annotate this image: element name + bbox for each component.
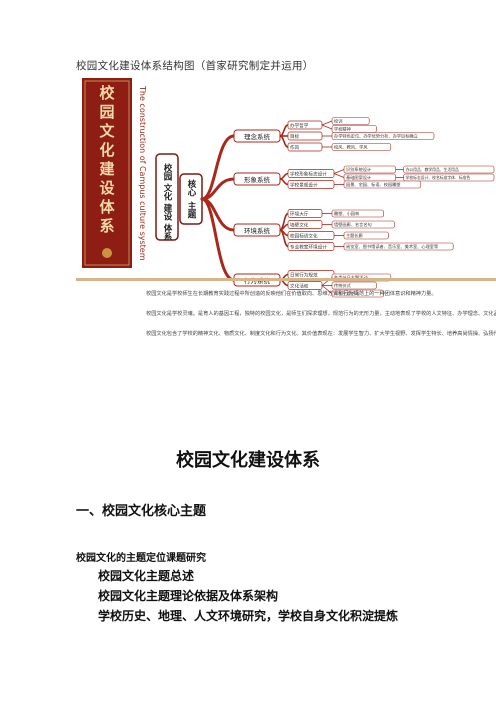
campus-culture-structure-figure: 校园文化建设体系 The construction of Campus cult… [76,76,496,366]
core-node-text: 主题 [186,201,197,220]
outline-item-1: 校园文化主题总述 [98,569,195,583]
leaf-node [331,220,395,229]
child-node-label: 作风 [290,144,300,151]
leaf-node-label: 学校精神 [334,126,351,133]
leaf-node [331,209,384,218]
leaf-node-label: 师生主题活动 [334,290,359,297]
child-connector [279,172,289,180]
banner-char: 文 [99,122,115,140]
leaf-node-label: 传统仪式 [334,282,352,289]
banner-char: 化 [99,141,114,159]
description-line-3: 校园文化包含了学校的精神文化、物质文化、制度文化和行为文化。其价值表现在：发展学… [146,329,496,337]
core-node-label: 核心主题 [186,179,197,220]
branch-node-label: 形象系统 [244,175,271,184]
child-connector [279,135,289,148]
leaf-node-label: 校风、教风、学风 [334,144,368,151]
child-connector [279,229,289,248]
banner-char: 校 [99,84,115,102]
figure-caption: 校园文化建设体系结构图（首家研究制定并运用） [76,60,314,72]
banner-background [82,78,132,268]
leaf-node [331,143,392,151]
banner-char: 园 [99,103,114,121]
root-node-label: 校园文化建设体系 [162,163,173,242]
leaf-node [331,132,435,140]
child-node-label: 日常行为规范 [290,272,318,279]
child-connector [279,178,289,186]
child-node-label: 学校景观设计 [290,182,318,189]
branch-node-label: 理念系统 [244,132,271,141]
leaf-node [331,289,384,298]
leaf-node [331,281,377,290]
leaf-node-label: 各类节日主题活动 [334,274,368,281]
leaf-node-label: 识别系统设计 [346,166,371,173]
leaf-node-label: 校训 [334,118,342,125]
leaf-node-label: 园景、宅园、标语、校园雕塑 [346,181,400,188]
child-node-label: 办学哲学 [290,122,309,129]
leaf-node-label: 阅览室、图书馆读者、音乐室、美术室、心理室等 [346,243,438,250]
description-top-rule [76,278,496,281]
core-node-text: 核心 [186,179,196,198]
child-node-label: 学校形象标志设计 [290,171,327,178]
structure-diagram: 校园文化建设体系 The construction of Campus cult… [76,78,496,337]
banner-english-text: The construction of Campus culture syste… [138,85,147,261]
leaf-node-label: 办公用品、教学用品、生活用品 [406,167,459,172]
leaf-node-label: 主题长廊 [346,232,363,239]
leaf-node-label: 办学特色定位、办学优势分析、办学目标确立 [334,133,418,140]
leaf-connector [333,173,345,178]
leaf-node-label: 基础图案设计 [346,174,371,181]
root-node-text: 体系 [162,223,172,242]
outline-item-2: 校园文化主题理论依据及体系架构 [98,589,279,603]
child-node-label: 文化活动 [290,283,309,290]
description-line-1: 校园文化是学校师生在长期教育实践过程中所创造的反映他们在价值取向、思维方式和行为… [146,289,437,297]
banner-char: 建 [99,160,115,178]
leaf-connector [321,124,333,130]
leaf-connector [321,120,333,126]
leaf-node [343,180,422,189]
banner-char: 设 [99,179,114,197]
banner-ornament-icon [102,248,112,258]
section-heading: 一、校园文化核心主题 [76,504,207,519]
document-title: 校园文化建设体系 [176,450,320,471]
branch-connector [200,197,236,282]
leaf-node [403,165,495,174]
child-node-label: 墙壁文化 [290,222,309,229]
leaf-node-label: 雕塑、小园林 [334,210,360,217]
red-banner: 校园文化建设体系 [82,78,132,268]
description-line-2: 校园文化是学校灵魂。是育人的基因工程，独特的校园文化，是师生们探求理想，规范行为… [146,309,496,317]
description-panel: 校园文化是学校师生在长期教育实践过程中所创造的反映他们在价值取向、思维方式和行为… [146,289,496,337]
banner-char: 体 [99,198,115,216]
leaf-node [403,173,495,182]
topic-heading: 校园文化的主题定位课题研究 [76,553,206,564]
root-node-text: 文化 [162,183,172,202]
child-connector [279,124,289,137]
leaf-node-label: 学校标志设计、校名标准字体、标准色 [406,175,471,180]
outline-item-3: 学校历史、地理、人文环境研究，学校自身文化积淀提炼 [98,609,399,623]
branch-node-label: 环境系统 [244,226,271,235]
child-node-label: 专业教室环境设计 [290,244,327,251]
child-node-label: 目标 [290,133,300,140]
child-node-label: 环境大厅 [290,211,309,218]
root-node-text: 校园 [162,163,172,182]
banner-vertical-title: 校园文化建设体系 [99,84,115,235]
leaf-node [343,231,389,240]
child-node-label: 校园标语文化 [290,233,318,240]
leaf-node [331,117,370,125]
root-node [155,153,179,241]
branch-connector [200,134,236,201]
leaf-connector [333,169,345,174]
banner-char: 系 [99,217,114,235]
leaf-node-label: 墙壁画廊、名言名句 [334,221,372,228]
leaf-node [343,242,454,251]
root-node-text: 建设 [162,203,173,222]
child-connector [279,223,289,231]
leaf-connector [321,285,333,294]
